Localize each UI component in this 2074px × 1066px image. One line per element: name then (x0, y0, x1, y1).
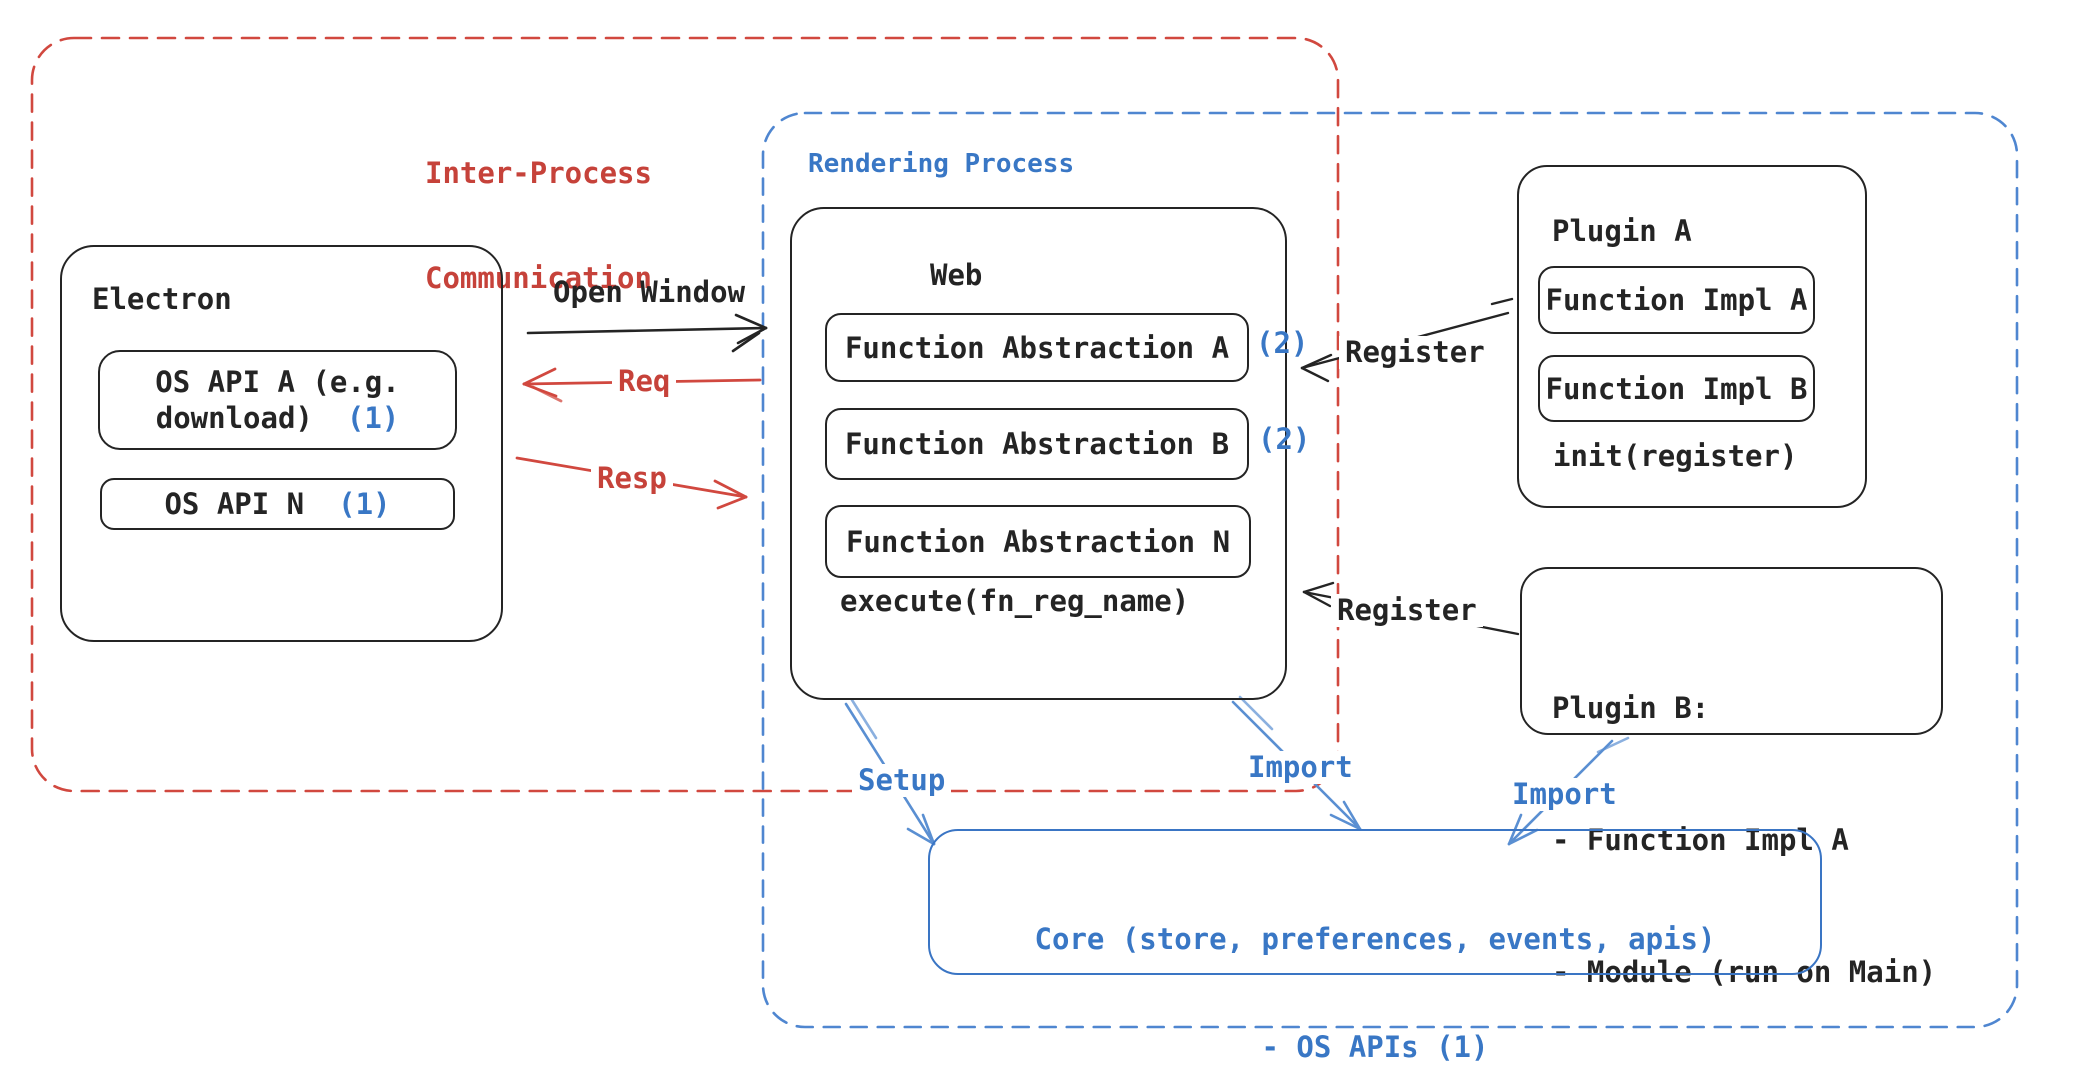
os-api-n-badge: (1) (338, 487, 391, 521)
execute-label: execute(fn_reg_name) (840, 584, 1190, 618)
setup-label: Setup (852, 763, 952, 798)
os-api-n-box: OS API N (1) (100, 478, 455, 530)
os-api-n-row: OS API N (1) (164, 487, 390, 521)
rendering-frame-title: Rendering Process (808, 149, 1075, 179)
os-api-n-label: OS API N (164, 487, 305, 521)
os-api-a-line2-text: download) (155, 401, 313, 435)
core-text: Core (store, preferences, events, apis) … (928, 849, 1822, 1066)
resp-label: Resp (591, 461, 673, 496)
open-window-arrow (526, 313, 768, 353)
ipc-title-line1: Inter-Process (425, 156, 652, 190)
req-label: Req (612, 364, 677, 399)
os-api-a-box: OS API A (e.g. download) (1) (98, 350, 457, 450)
ipc-title-line2: Communication (425, 261, 652, 295)
electron-box (60, 245, 503, 642)
web-title: Web (930, 258, 983, 292)
plugin-a-title: Plugin A (1552, 214, 1692, 248)
function-abstraction-n-label: Function Abstraction N (845, 524, 1231, 559)
plugin-b-line3: - Module (run on Main) (1552, 955, 1937, 989)
web-box (790, 207, 1287, 700)
plugin-a-box (1517, 165, 1867, 508)
function-impl-b-box: Function Impl B (1538, 355, 1815, 422)
open-window-label: Open Window (553, 275, 746, 309)
function-abstraction-a-label: Function Abstraction A (844, 330, 1230, 365)
function-abstraction-b-box: Function Abstraction B (825, 408, 1249, 480)
electron-title: Electron (92, 282, 232, 316)
function-impl-b-label: Function Impl B (1545, 371, 1808, 406)
register-plugin-a-label: Register (1339, 335, 1491, 370)
core-line2: - OS APIs (1) (1261, 1030, 1489, 1064)
os-api-a-line1: OS API A (e.g. (155, 365, 400, 399)
import-from-web-label: Import (1242, 750, 1359, 785)
init-register-label: init(register) (1553, 439, 1798, 473)
function-abstraction-b-badge: (2) (1258, 422, 1311, 456)
ipc-dashed-frame (30, 36, 1340, 793)
import-from-plugin-b-label: Import (1506, 777, 1623, 812)
plugin-b-box (1520, 567, 1943, 735)
register-plugin-b-label: Register (1331, 593, 1483, 628)
function-abstraction-n-box: Function Abstraction N (825, 505, 1251, 578)
ipc-frame-title: Inter-Process Communication (425, 86, 652, 366)
rendering-dashed-frame (761, 111, 2019, 1029)
function-impl-a-label: Function Impl A (1545, 283, 1808, 317)
function-impl-a-box: Function Impl A (1538, 266, 1815, 334)
plugin-b-line1: Plugin B: (1552, 691, 1710, 725)
os-api-a-line2: download) (1) (156, 400, 400, 436)
os-api-a-badge: (1) (346, 401, 400, 435)
function-abstraction-a-box: Function Abstraction A (825, 313, 1249, 382)
core-box (928, 829, 1822, 975)
core-line1: Core (store, preferences, events, apis) (1034, 922, 1716, 956)
function-abstraction-a-badge: (2) (1256, 326, 1309, 360)
function-abstraction-b-label: Function Abstraction B (844, 427, 1230, 461)
